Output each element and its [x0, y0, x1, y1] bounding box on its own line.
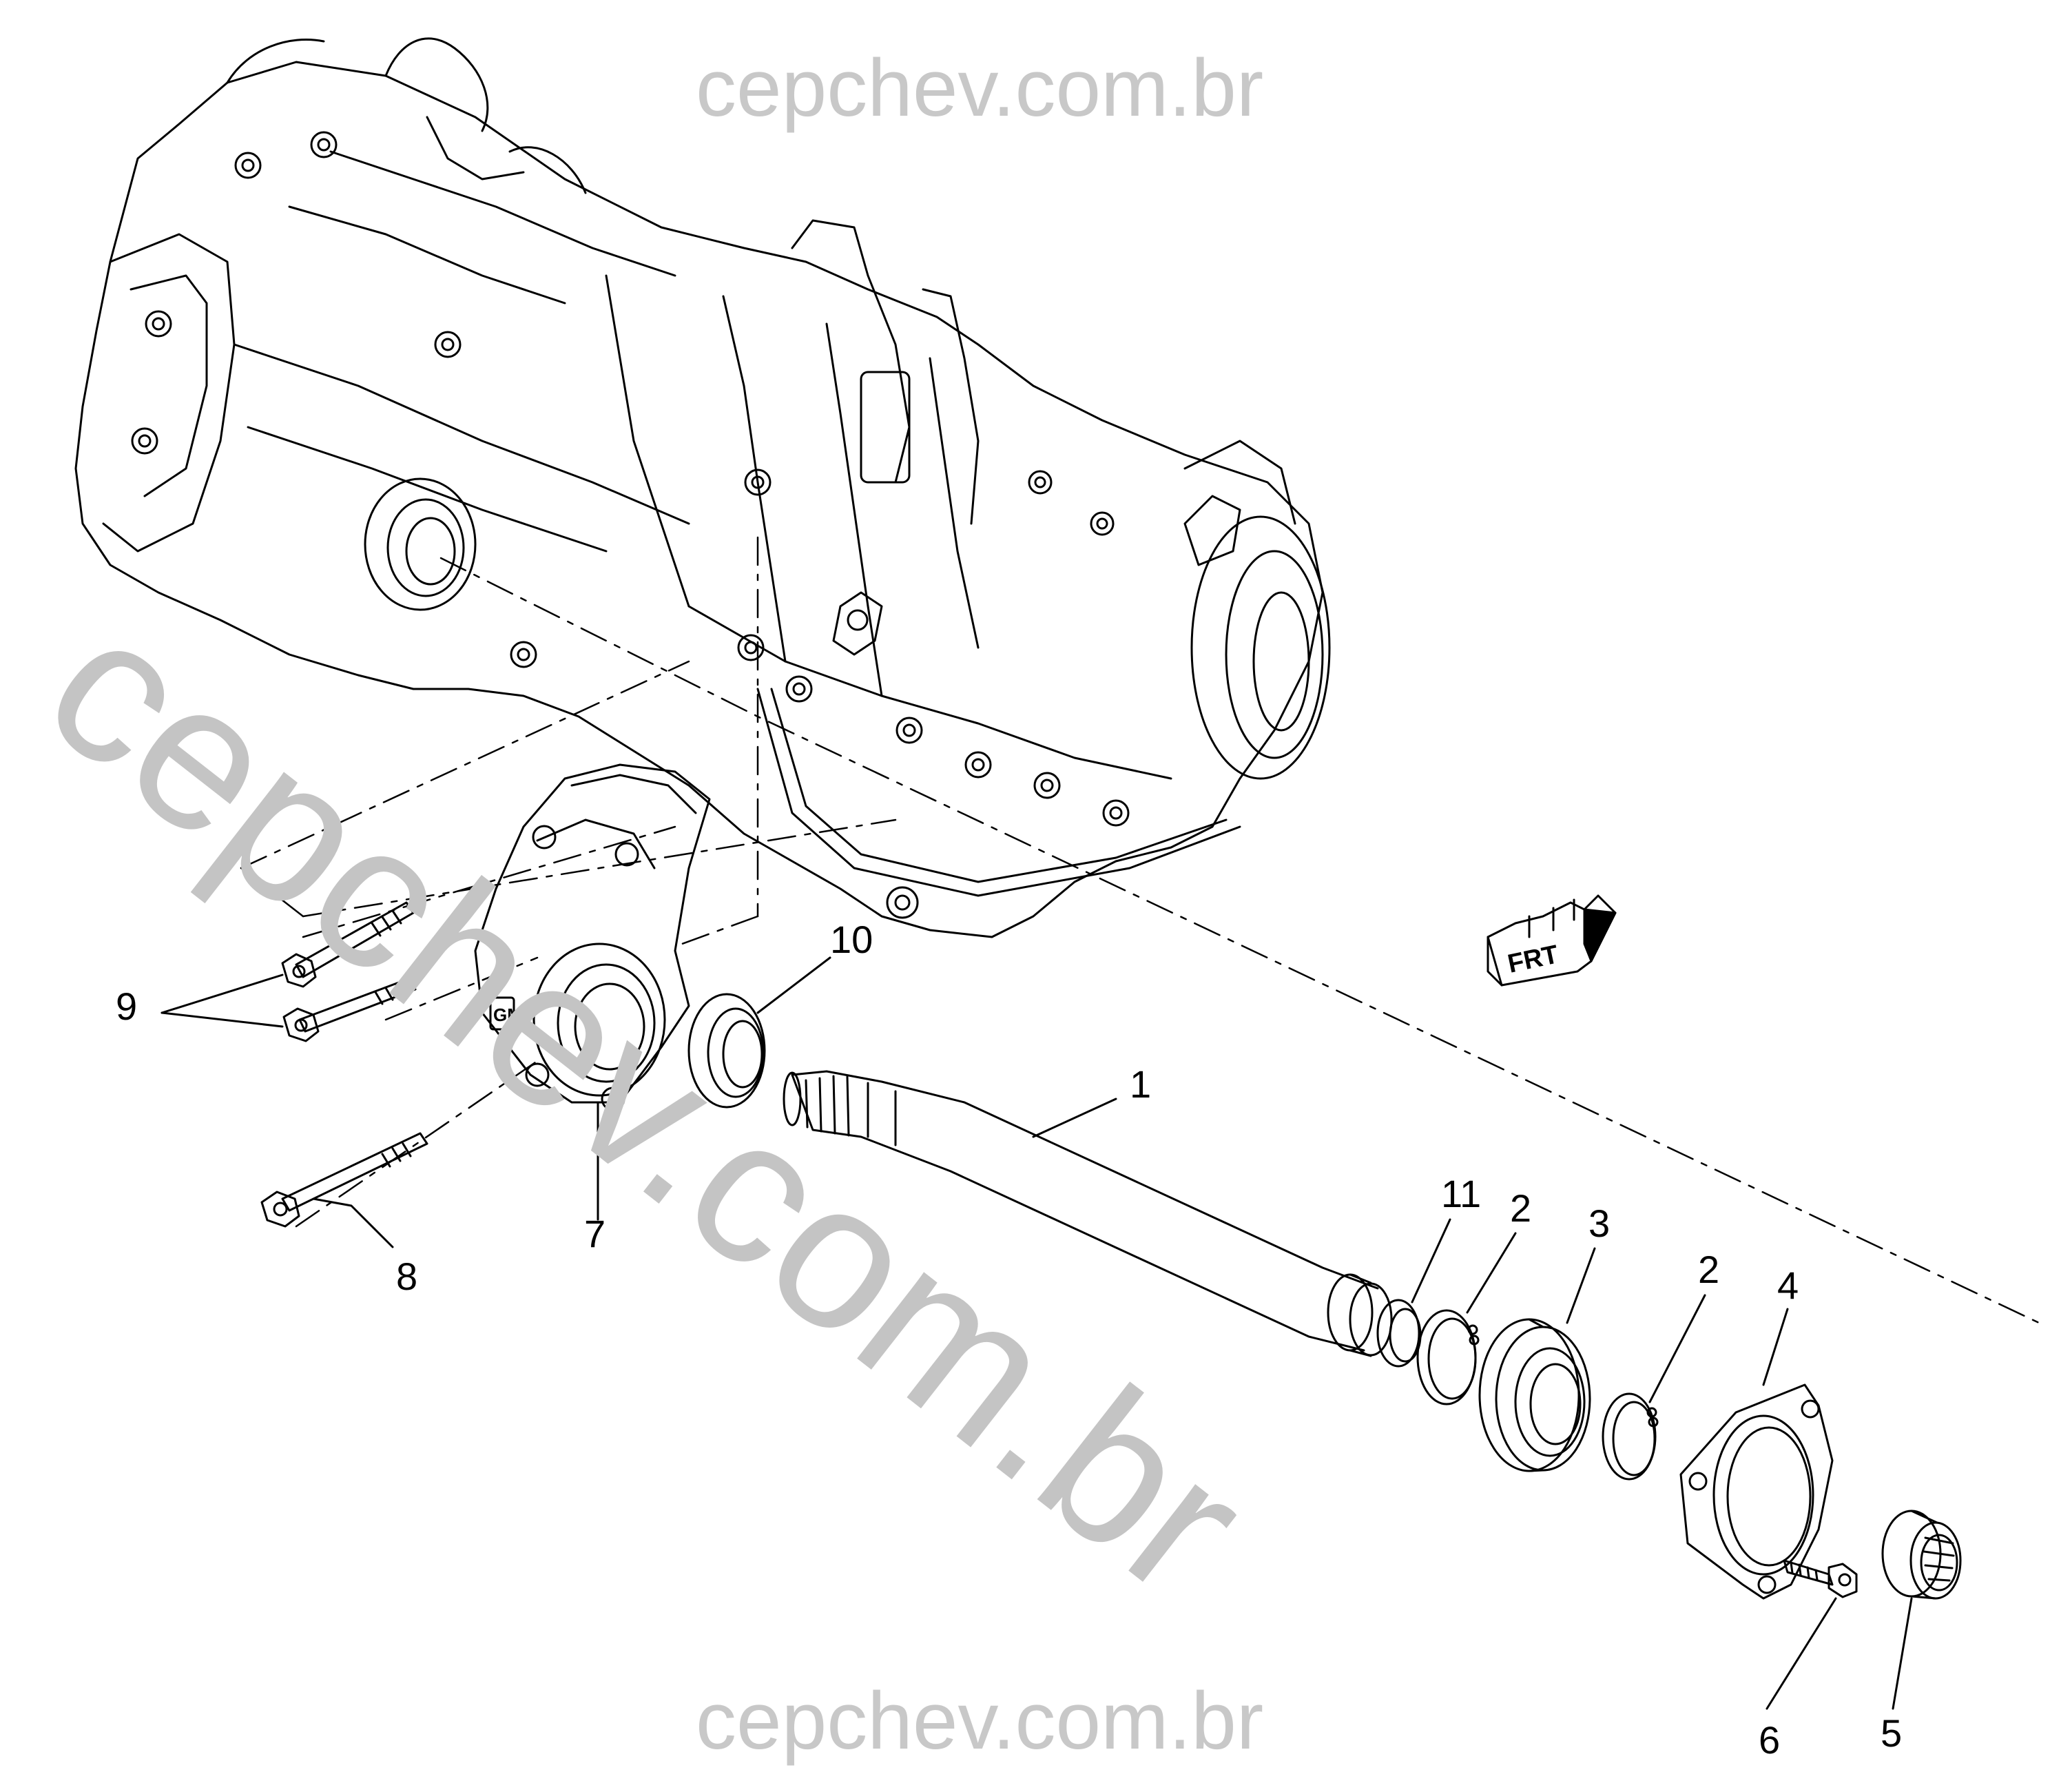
part-10-seal: [687, 993, 766, 1109]
callout-3: 3: [1588, 1202, 1610, 1245]
callout-8: 8: [396, 1255, 417, 1298]
callout-4: 4: [1777, 1264, 1799, 1307]
callout-7: 7: [584, 1212, 605, 1255]
housing-logo: GM: [493, 1005, 522, 1025]
watermark-top: cepchev.com.br: [696, 43, 1264, 134]
part-1-output-shaft: [783, 1070, 1393, 1357]
frt-direction-badge: FRT: [1487, 894, 1617, 987]
part-8-bolt: [260, 1132, 428, 1228]
leader-lines: [161, 956, 1913, 1710]
part-9-bolt-lower: [282, 977, 417, 1042]
part-11-snap-ring: [1376, 1299, 1422, 1368]
callout-9: 9: [116, 985, 137, 1028]
transmission-assembly: [74, 37, 1331, 938]
callout-2-upper: 2: [1510, 1186, 1531, 1230]
part-7-output-shaft-housing: GM: [474, 763, 711, 1111]
callout-6: 6: [1759, 1718, 1780, 1762]
callout-10: 10: [830, 918, 873, 961]
callout-labels: 9 8 7 10 1 11 2 3 2 4 5 6: [116, 918, 1902, 1762]
callout-11: 11: [1441, 1172, 1481, 1215]
part-6-bolt: [1783, 1559, 1858, 1598]
part-4-retainer-plate: [1679, 1383, 1834, 1600]
watermark-bottom: cepchev.com.br: [696, 1676, 1264, 1767]
part-5-flange-nut: [1881, 1510, 1962, 1600]
part-2-retaining-ring-b: [1602, 1392, 1659, 1481]
part-3-bearing: [1478, 1318, 1591, 1472]
part-9-bolt-upper: [281, 901, 415, 988]
part-2-retaining-ring-a: [1416, 1309, 1480, 1405]
callout-2-lower: 2: [1698, 1248, 1719, 1291]
callout-5: 5: [1881, 1711, 1902, 1755]
front-arrow-icon: [1487, 894, 1617, 987]
case-bolts: [131, 131, 1130, 919]
assembly-centerlines: [240, 536, 2040, 1324]
callout-1: 1: [1130, 1062, 1151, 1106]
